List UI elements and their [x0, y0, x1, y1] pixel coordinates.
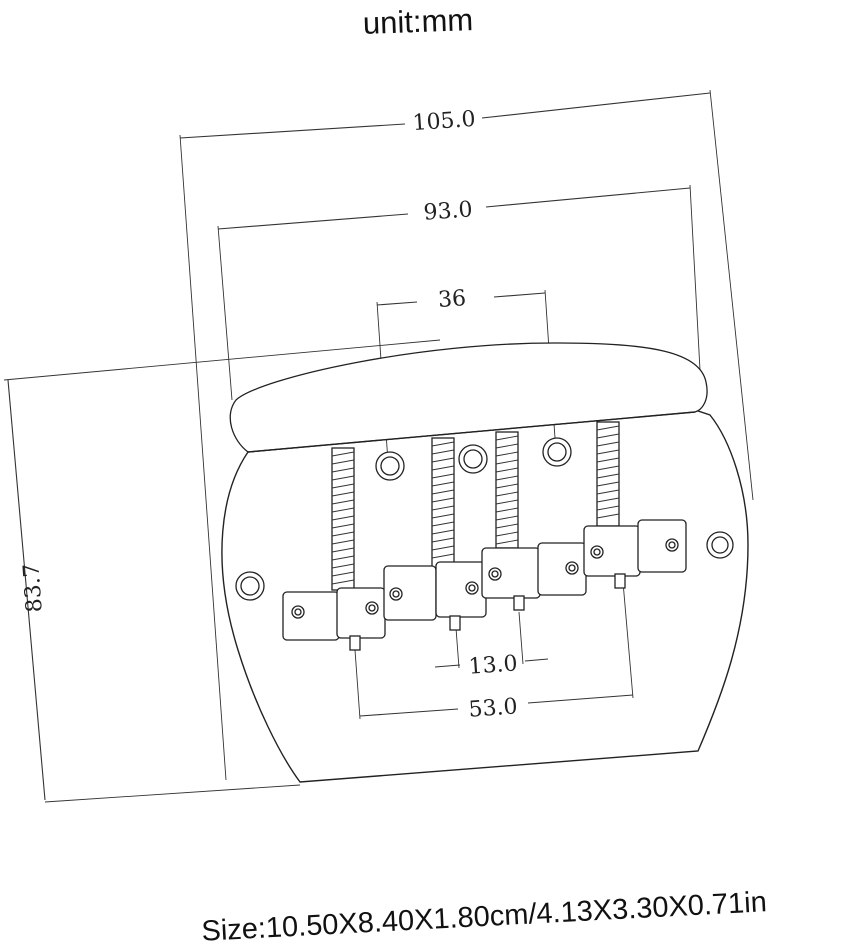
- size-label: Size:10.50X8.40X1.80cm/4.13X3.30X0.71in: [201, 886, 768, 948]
- tailpiece-back-outline: [229, 342, 708, 453]
- intonation-screw-3: [495, 431, 519, 549]
- dimension-overall-height-label: 83.7: [19, 563, 47, 614]
- dimension-overall-width-label: 105.0: [412, 107, 477, 136]
- mounting-hole-center-right: [542, 437, 572, 467]
- mounting-hole-right: [706, 531, 734, 559]
- intonation-screw-1: [331, 447, 355, 591]
- dimension-hole-spacing-label: 36: [437, 286, 467, 313]
- intonation-screw-4: [596, 421, 620, 527]
- saddle-3: [481, 542, 587, 611]
- saddle-4: [583, 519, 687, 589]
- dimension-outer-saddle-span-label: 53.0: [468, 694, 519, 722]
- saddle-2: [383, 561, 487, 631]
- bridge-plate: [221, 342, 749, 783]
- dimension-saddle-pitch: 13.0: [434, 611, 549, 680]
- base-plate-outline: [221, 409, 749, 783]
- dimension-inner-width-label: 93.0: [423, 197, 474, 225]
- unit-label: unit:mm: [362, 2, 473, 41]
- dimension-overall-width: 105.0: [179, 89, 754, 781]
- intonation-screw-2: [431, 437, 455, 569]
- dimension-inner-width: 93.0: [217, 184, 701, 401]
- dimension-outer-saddle-span: 53.0: [354, 581, 634, 723]
- mounting-hole-left: [235, 571, 265, 601]
- saddle-1: [282, 587, 386, 651]
- dimension-overall-height: 83.7: [3, 339, 441, 803]
- dimension-saddle-pitch-label: 13.0: [468, 651, 519, 679]
- mounting-hole-center-left: [375, 451, 405, 481]
- mounting-hole-center: [458, 444, 488, 474]
